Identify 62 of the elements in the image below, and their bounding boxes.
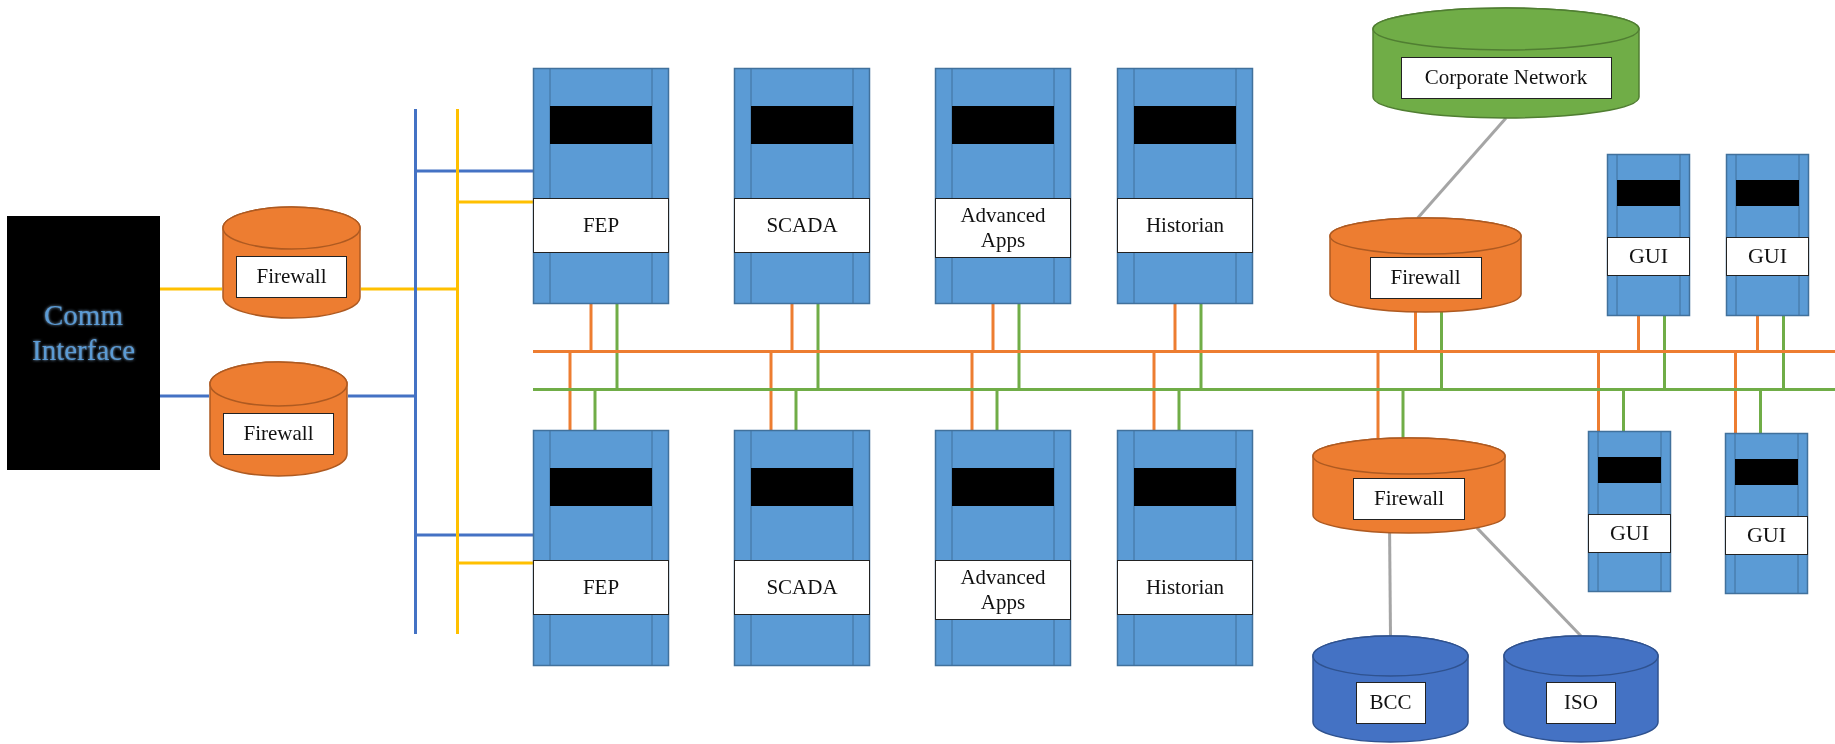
- connector-line: [417, 169, 533, 173]
- bus-line: [414, 109, 417, 634]
- node-label: SCADA: [734, 560, 870, 615]
- connector-line: [1734, 353, 1737, 433]
- node-label: Firewall: [1369, 257, 1482, 299]
- connector-line: [816, 304, 820, 388]
- node-label: Comm Interface: [31, 298, 136, 368]
- node-label: GUI: [1726, 237, 1809, 276]
- bus-line: [533, 350, 1835, 353]
- connector-line: [1756, 316, 1759, 350]
- connector-line: [1782, 316, 1785, 388]
- node-label: Firewall: [235, 256, 348, 298]
- bus-line: [533, 388, 1835, 391]
- connector-line: [1622, 391, 1625, 431]
- interface-block: [7, 216, 160, 470]
- connector-line: [1597, 353, 1600, 431]
- connector-line: [1199, 304, 1203, 388]
- connector-line: [1401, 391, 1405, 438]
- connector-line: [417, 533, 533, 537]
- connector-line: [593, 391, 597, 430]
- connector-line: [589, 304, 593, 350]
- bus-line: [456, 109, 459, 634]
- connector-line: [790, 304, 794, 350]
- connector-line: [1663, 316, 1666, 388]
- node-label: FEP: [533, 198, 669, 253]
- connector-line: [794, 391, 798, 430]
- node-label: GUI: [1607, 237, 1690, 276]
- connector-line: [1173, 304, 1177, 350]
- connector-line: [1376, 353, 1380, 438]
- connector-line: [1637, 316, 1640, 350]
- connector-line: [1388, 532, 1392, 636]
- node-label: Historian: [1117, 198, 1253, 253]
- connector-line: [459, 200, 533, 204]
- node-label: ISO: [1546, 682, 1616, 724]
- node-label: GUI: [1588, 514, 1671, 553]
- connector-line: [160, 394, 209, 398]
- connector-line: [1440, 312, 1443, 388]
- connector-line: [970, 353, 974, 430]
- connector-line: [361, 287, 456, 291]
- connector-line: [769, 353, 773, 430]
- node-label: SCADA: [734, 198, 870, 253]
- node-label: Firewall: [222, 413, 335, 455]
- connector-line: [1177, 391, 1181, 430]
- node-label: Historian: [1117, 560, 1253, 615]
- connector-line: [1759, 391, 1762, 433]
- node-label: Advanced Apps: [935, 560, 1071, 621]
- node-label: Corporate Network: [1400, 56, 1612, 99]
- connector-line: [459, 561, 533, 565]
- node-label: Advanced Apps: [935, 198, 1071, 259]
- connector-line: [568, 353, 572, 430]
- connector-line: [1152, 353, 1156, 430]
- connector-line: [1414, 312, 1417, 350]
- node-label: FEP: [533, 560, 669, 615]
- connector-line: [615, 304, 619, 388]
- connector-line: [1017, 304, 1021, 388]
- connector-line: [160, 287, 222, 291]
- node-label: GUI: [1725, 516, 1808, 555]
- connector-line: [348, 394, 414, 398]
- node-label: Firewall: [1353, 477, 1465, 520]
- connector-line: [995, 391, 999, 430]
- node-label: BCC: [1355, 682, 1426, 724]
- connector-line: [991, 304, 995, 350]
